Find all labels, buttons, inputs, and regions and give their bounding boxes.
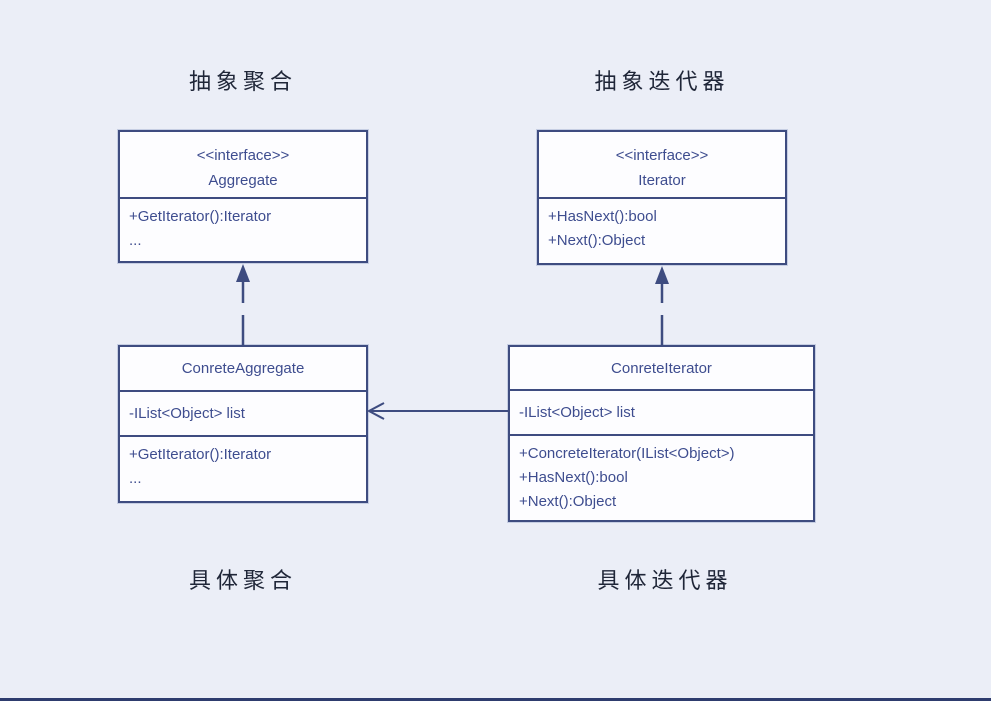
class-attributes-concrete-iterator: -IList<Object> list	[510, 391, 813, 436]
realization-arrow-iterator	[655, 266, 669, 345]
association-arrow-iterator-to-aggregate	[366, 402, 508, 420]
label-abstract-iterator: 抽象迭代器	[594, 70, 730, 95]
class-methods-concrete-aggregate: +GetIterator():Iterator ...	[120, 437, 366, 501]
member-row: +Next():Object	[548, 232, 646, 249]
method-row: +HasNext():bool	[519, 469, 628, 486]
class-attributes-concrete-aggregate: -IList<Object> list	[120, 392, 366, 437]
class-box-concrete-aggregate: ConreteAggregate -IList<Object> list +Ge…	[118, 345, 368, 503]
member-row: ...	[129, 232, 142, 249]
label-concrete-iterator: 具体迭代器	[597, 569, 733, 594]
class-name-iterator: Iterator	[638, 172, 686, 189]
method-row: ...	[129, 470, 142, 487]
class-header-iterator: <<interface>> Iterator	[539, 132, 785, 199]
class-members-iterator: +HasNext():bool +Next():Object	[539, 199, 785, 263]
class-members-aggregate: +GetIterator():Iterator ...	[120, 199, 366, 261]
bottom-edge-bar	[0, 698, 991, 701]
class-name-aggregate: Aggregate	[208, 172, 278, 189]
class-methods-concrete-iterator: +ConcreteIterator(IList<Object>) +HasNex…	[510, 436, 813, 520]
member-row: +GetIterator():Iterator	[129, 208, 272, 225]
attribute-row: -IList<Object> list	[519, 403, 635, 421]
stereotype-iterator: <<interface>>	[615, 147, 709, 164]
class-name-concrete-iterator: ConreteIterator	[510, 347, 813, 392]
class-header-aggregate: <<interface>> Aggregate	[120, 132, 366, 199]
method-row: +Next():Object	[519, 493, 617, 510]
label-concrete-aggregate: 具体聚合	[188, 569, 297, 594]
realization-arrow-aggregate	[236, 264, 250, 345]
method-row: +ConcreteIterator(IList<Object>)	[519, 445, 735, 462]
stereotype-aggregate: <<interface>>	[196, 147, 290, 164]
label-abstract-aggregate: 抽象聚合	[188, 70, 297, 95]
method-row: +GetIterator():Iterator	[129, 446, 272, 463]
attribute-row: -IList<Object> list	[129, 404, 245, 422]
member-row: +HasNext():bool	[548, 208, 657, 225]
class-box-aggregate: <<interface>> Aggregate +GetIterator():I…	[118, 130, 368, 263]
class-name-concrete-aggregate: ConreteAggregate	[120, 347, 366, 392]
class-box-concrete-iterator: ConreteIterator -IList<Object> list +Con…	[508, 345, 815, 522]
class-box-iterator: <<interface>> Iterator +HasNext():bool +…	[537, 130, 787, 265]
